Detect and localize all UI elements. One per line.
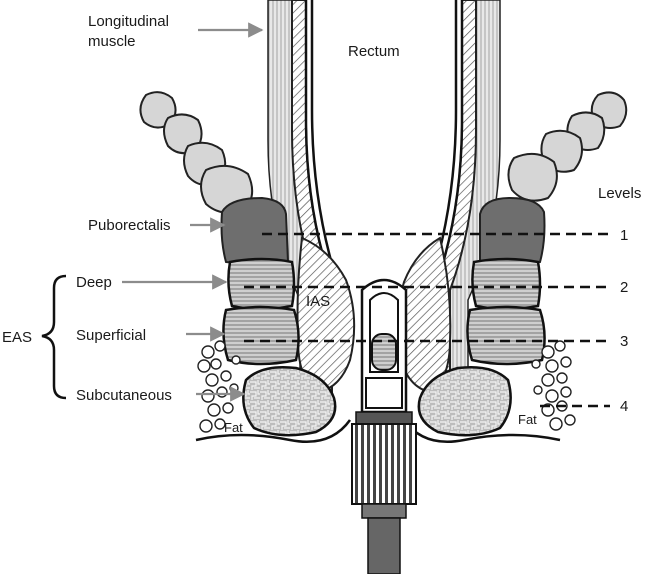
ias-right: [395, 236, 452, 394]
skin-right: [402, 419, 561, 444]
eas-deep-right: [471, 257, 542, 311]
pointer-arrows: [122, 22, 264, 402]
label-rectum: Rectum: [348, 43, 400, 60]
eas-superficial-right: [466, 305, 546, 366]
label-subcutaneous: Subcutaneous: [76, 387, 172, 404]
label-longitudinal-1: Longitudinal: [88, 13, 169, 30]
label-eas: EAS: [2, 329, 32, 346]
label-fat-right: Fat: [518, 412, 537, 427]
level-lines: [244, 232, 610, 408]
pelvic-floor-right: [507, 91, 628, 202]
puborectalis-right: [479, 196, 546, 265]
label-deep: Deep: [76, 274, 112, 291]
eas-subcutaneous-left: [242, 366, 337, 437]
level-number-4: 4: [620, 398, 628, 415]
eas-subcutaneous-right: [417, 366, 512, 437]
pelvic-floor-left: [139, 91, 254, 214]
label-longitudinal-2: muscle: [88, 33, 136, 50]
label-puborectalis: Puborectalis: [88, 217, 171, 234]
eas-deep-left: [227, 257, 296, 311]
label-superficial: Superficial: [76, 327, 146, 344]
level-number-1: 1: [620, 227, 628, 244]
eas-brace: [41, 274, 67, 400]
ias-left: [296, 236, 356, 394]
level-number-2: 2: [620, 279, 628, 296]
label-fat-left: Fat: [224, 420, 243, 435]
eas-superficial-left: [222, 305, 300, 366]
label-ias: IAS: [306, 293, 330, 310]
level-number-3: 3: [620, 333, 628, 350]
ultrasound-probe: [351, 278, 417, 574]
label-levels: Levels: [598, 185, 641, 202]
skin-left: [195, 419, 352, 444]
puborectalis-left: [220, 196, 290, 265]
